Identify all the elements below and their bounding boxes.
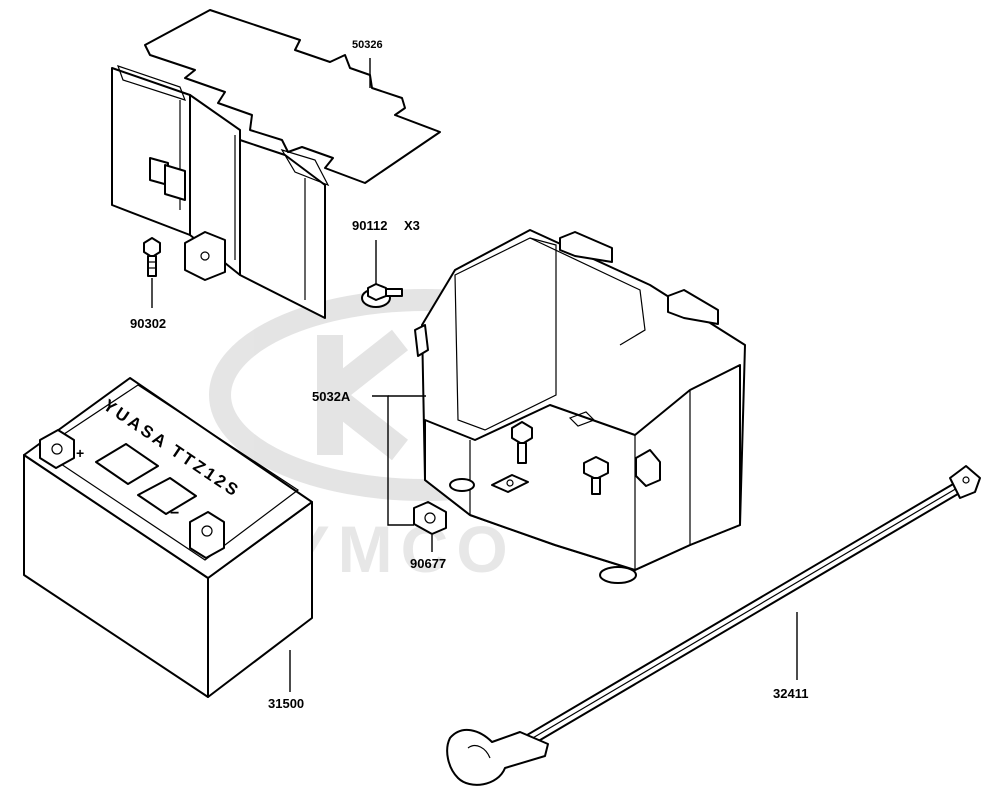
bolt-90302 (143, 237, 161, 277)
battery: + − YUASA TTZ12S (23, 377, 313, 698)
battery-plus-terminal: + (76, 445, 84, 461)
battery-case (414, 229, 746, 584)
part-number-90112: 90112 (352, 218, 387, 233)
part-number-50326: 50326 (352, 39, 383, 51)
part-number-90302: 90302 (130, 316, 166, 331)
battery-cover (111, 9, 441, 319)
bolt-90112 (361, 283, 403, 308)
part-number-5032A: 5032A (312, 389, 351, 404)
clip-nut-90677 (413, 501, 447, 535)
part-number-32411: 32411 (773, 686, 808, 701)
part-number-31500: 31500 (268, 696, 304, 711)
battery-minus-terminal: − (170, 505, 179, 522)
battery-strap (446, 465, 981, 786)
quantity-x3: X3 (404, 218, 420, 233)
part-number-90677: 90677 (410, 556, 446, 571)
